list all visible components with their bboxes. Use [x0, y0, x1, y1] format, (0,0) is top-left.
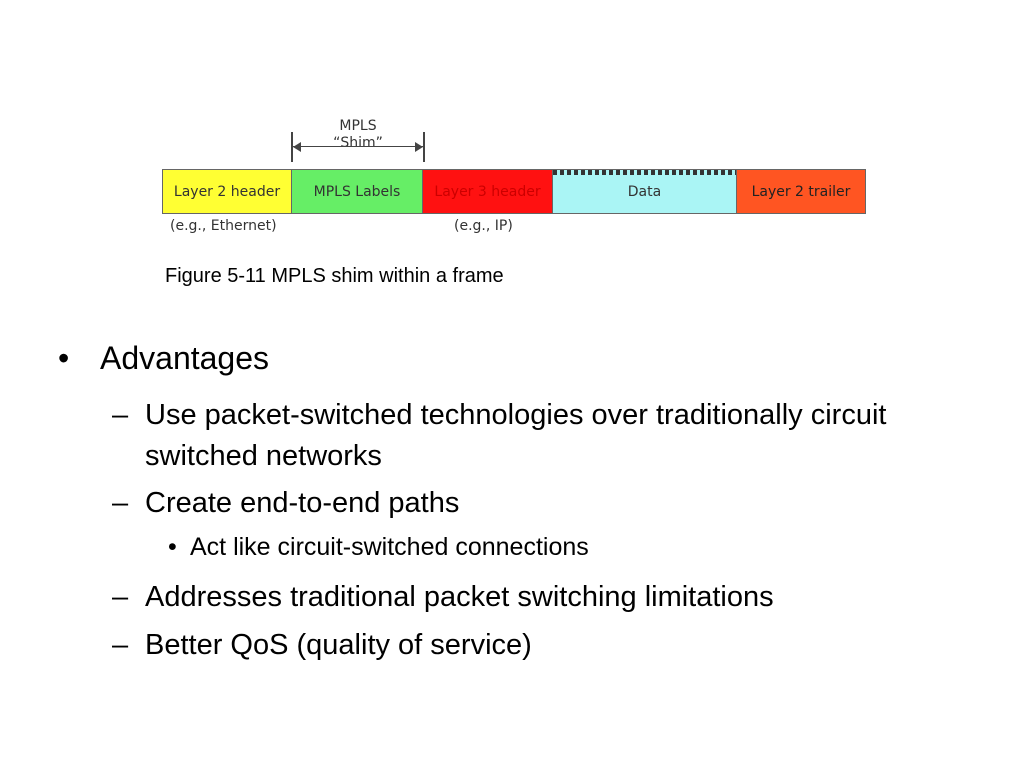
shim-label-line2: “Shim”: [333, 135, 383, 151]
dash-icon: –: [112, 399, 129, 431]
dash-icon: –: [112, 487, 129, 519]
segment-layer2-trailer: Layer 2 trailer: [737, 170, 865, 213]
segment-label: Layer 2 header: [173, 183, 281, 200]
arrow-line: [291, 146, 425, 147]
arrow-tick-left: [291, 132, 293, 162]
bullet-text: Act like circuit-switched connections: [190, 533, 589, 561]
sub-label-ethernet: (e.g., Ethernet): [170, 218, 277, 234]
data-dashed-border: [553, 170, 736, 175]
shim-label-line1: MPLS: [339, 118, 377, 134]
figure-caption: Figure 5-11 MPLS shim within a frame: [165, 265, 504, 287]
segment-data: Data: [553, 170, 737, 213]
segment-label: Data: [627, 183, 662, 200]
subbullet-qos: – Better QoS (quality of service): [112, 625, 945, 666]
bullet-icon: •: [168, 533, 177, 561]
dash-icon: –: [112, 581, 129, 613]
shim-span-arrow: [291, 132, 425, 162]
segment-label: Layer 2 trailer: [751, 183, 851, 200]
bullet-text: Use packet-switched technologies over tr…: [145, 399, 887, 472]
sub-label-ip: (e.g., IP): [454, 218, 513, 234]
subbullet-packet-switched: – Use packet-switched technologies over …: [112, 395, 945, 477]
subsubbullet-circuit-like: • Act like circuit-switched connections: [168, 533, 589, 562]
subbullet-end-to-end: – Create end-to-end paths: [112, 483, 945, 524]
frame-bar: Layer 2 header MPLS Labels Layer 3 heade…: [162, 169, 866, 214]
arrow-head-left-icon: [293, 142, 301, 152]
arrow-tick-right: [423, 132, 425, 162]
bullet-text: Addresses traditional packet switching l…: [145, 581, 774, 613]
bullet-advantages: • Advantages: [58, 340, 270, 377]
mpls-frame-diagram: MPLS “Shim” Layer 2 header MPLS Labels L…: [0, 0, 1024, 260]
subbullet-limitations: – Addresses traditional packet switching…: [112, 577, 945, 618]
segment-label: MPLS Labels: [313, 183, 401, 200]
dash-icon: –: [112, 629, 129, 661]
bullet-icon: •: [58, 340, 70, 376]
segment-label: Layer 3 header: [434, 183, 541, 200]
segment-layer2-header: Layer 2 header: [163, 170, 292, 213]
bullet-text: Better QoS (quality of service): [145, 629, 532, 661]
bullet-text: Advantages: [100, 340, 270, 376]
bullet-text: Create end-to-end paths: [145, 487, 460, 519]
segment-mpls-labels: MPLS Labels: [292, 170, 423, 213]
arrow-head-right-icon: [415, 142, 423, 152]
segment-layer3-header: Layer 3 header: [423, 170, 553, 213]
shim-label: MPLS “Shim”: [292, 118, 424, 152]
